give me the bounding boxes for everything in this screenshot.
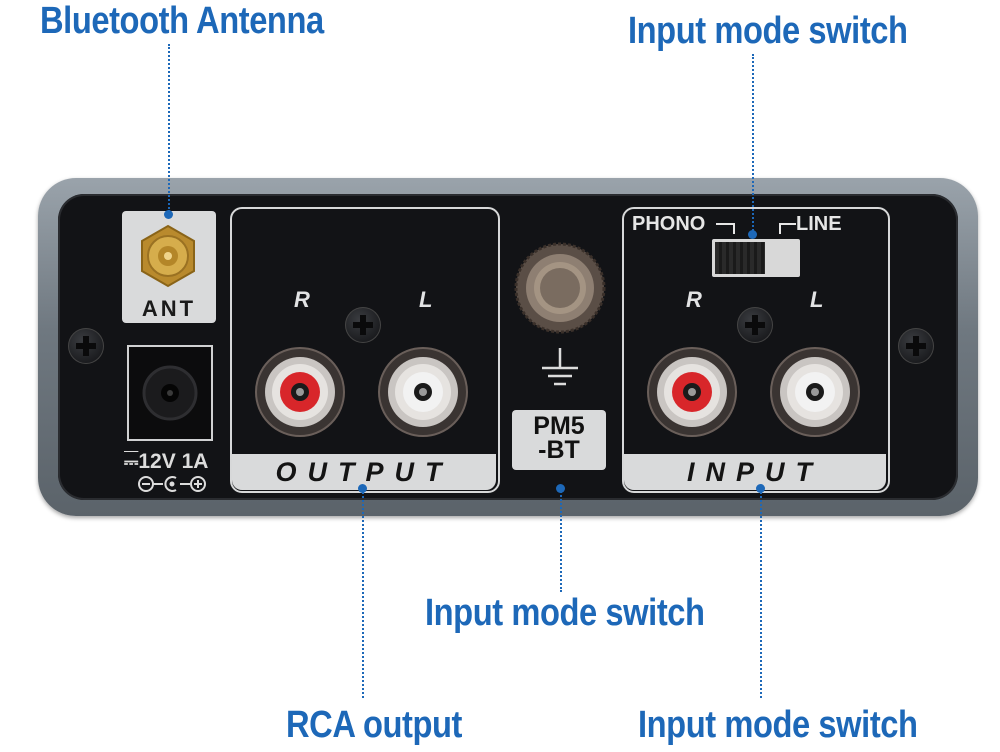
model-line-1: PM5 xyxy=(533,412,585,440)
ground-symbol-icon xyxy=(542,348,578,386)
leader-switch xyxy=(752,54,754,234)
input-rca-right[interactable] xyxy=(646,346,738,438)
input-mode-switch[interactable] xyxy=(712,239,800,277)
input-screw xyxy=(737,307,773,343)
ground-terminal[interactable] xyxy=(512,240,608,336)
leader-switch-dot xyxy=(748,230,757,239)
callout-input-mode-switch-top: Input mode switch xyxy=(628,10,908,52)
leader-ground xyxy=(560,488,562,592)
polarity-icon xyxy=(138,476,206,492)
input-section-label: INPUT xyxy=(624,454,886,490)
leader-antenna xyxy=(168,44,170,212)
callout-rca-output: RCA output xyxy=(286,704,462,746)
output-right-label: R xyxy=(294,287,310,312)
switch-bracket-icon xyxy=(716,223,796,234)
power-rating-label: ⎓12V 1A xyxy=(124,450,208,474)
output-screw xyxy=(345,307,381,343)
input-right-label: R xyxy=(686,287,702,312)
dc-power-jack xyxy=(127,345,213,441)
output-rca-right[interactable] xyxy=(254,346,346,438)
leader-output-dot xyxy=(358,484,367,493)
switch-line-label: LINE xyxy=(796,213,842,235)
leader-input xyxy=(760,488,762,698)
input-left-label: L xyxy=(810,287,824,312)
model-label: PM5 -BT xyxy=(512,410,606,470)
output-rca-left[interactable] xyxy=(377,346,469,438)
leader-ground-dot xyxy=(556,484,565,493)
panel-screw-right xyxy=(898,328,934,364)
switch-knob[interactable] xyxy=(715,242,765,274)
callout-input-mode-switch-center: Input mode switch xyxy=(425,592,705,634)
dc-socket-icon xyxy=(142,365,198,421)
leader-output xyxy=(362,488,364,698)
callout-input-mode-switch-bottom: Input mode switch xyxy=(638,704,918,746)
input-rca-left[interactable] xyxy=(769,346,861,438)
panel-screw-left xyxy=(68,328,104,364)
leader-input-dot xyxy=(756,484,765,493)
switch-phono-label: PHONO xyxy=(632,213,706,235)
model-line-2: -BT xyxy=(538,436,580,464)
dc-symbol-icon: ⎓ xyxy=(124,452,139,472)
input-section-frame xyxy=(622,207,890,493)
antenna-connector-icon xyxy=(141,224,195,288)
output-left-label: L xyxy=(419,287,433,312)
antenna-label: ANT xyxy=(141,296,197,321)
power-rating-text: 12V 1A xyxy=(138,450,209,473)
leader-antenna-dot xyxy=(164,210,173,219)
callout-bluetooth-antenna: Bluetooth Antenna xyxy=(40,0,324,42)
